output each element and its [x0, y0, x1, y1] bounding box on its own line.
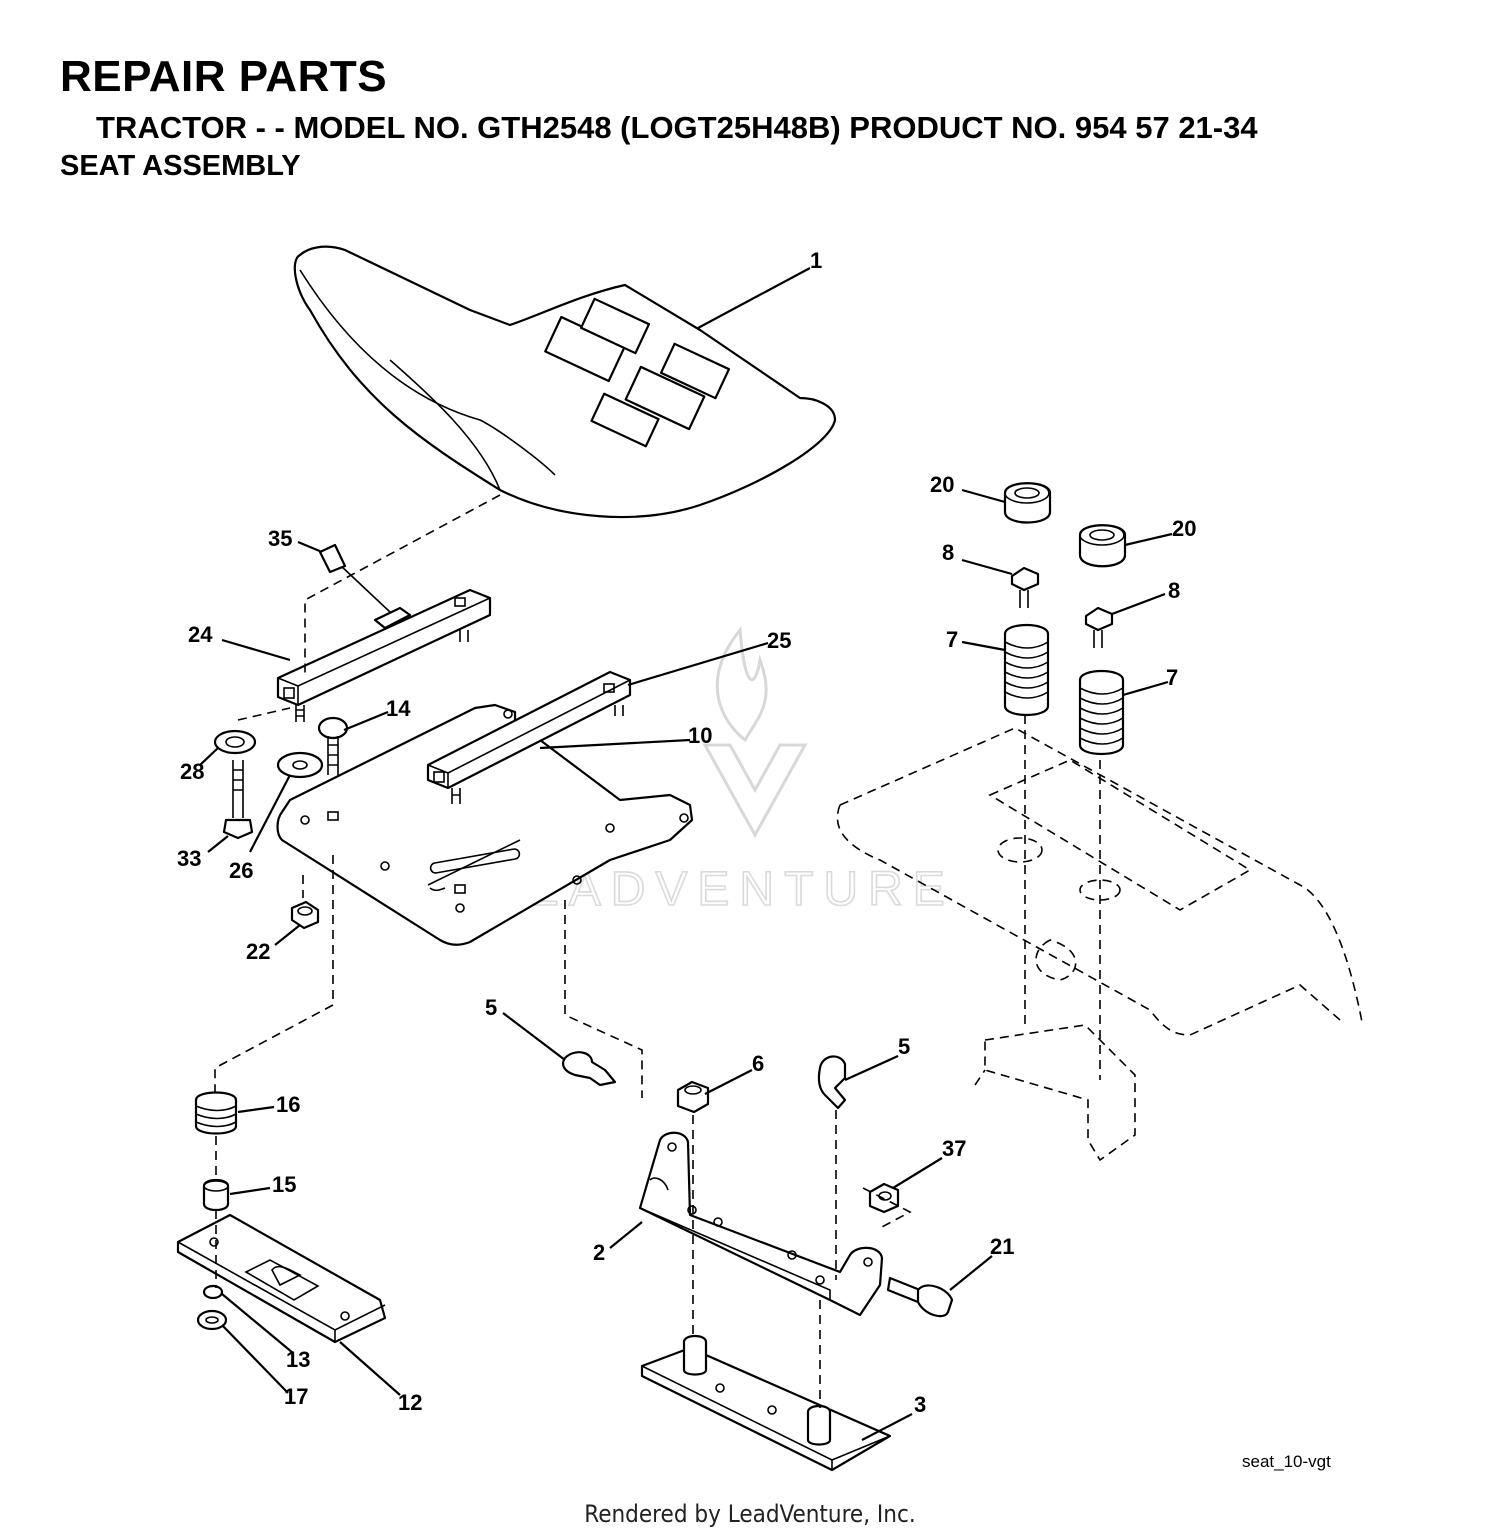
part-5-clip-left[interactable]: [561, 1051, 617, 1087]
part-26-flat-washer[interactable]: [276, 751, 324, 779]
part-3-mounting-plate[interactable]: [640, 1334, 892, 1472]
part-6-hex-nut[interactable]: [676, 1080, 710, 1114]
callout-8-right[interactable]: 8: [1168, 578, 1180, 603]
callout-35[interactable]: 35: [268, 526, 292, 551]
alignment-lines: [214, 494, 1101, 1408]
part-20-bumper-right[interactable]: [1078, 524, 1127, 568]
callout-leaders: [199, 267, 1173, 1441]
callout-3[interactable]: 3: [914, 1392, 926, 1417]
callout-22[interactable]: 22: [246, 939, 270, 964]
part-24-seat-rail[interactable]: [276, 564, 492, 722]
callout-7-left[interactable]: 7: [946, 627, 958, 652]
callout-28[interactable]: 28: [180, 759, 204, 784]
part-8-bolt-right[interactable]: [1084, 606, 1114, 648]
part-15-spacer[interactable]: [202, 1178, 230, 1212]
callout-5-right[interactable]: 5: [898, 1034, 910, 1059]
callout-15[interactable]: 15: [272, 1172, 296, 1197]
part-35-lever-grip[interactable]: [318, 543, 347, 574]
callout-37[interactable]: 37: [942, 1136, 966, 1161]
part-20-bumper-left[interactable]: [1003, 482, 1052, 524]
callout-24[interactable]: 24: [188, 622, 213, 647]
callout-21[interactable]: 21: [990, 1234, 1014, 1259]
part-14-carriage-bolt[interactable]: [317, 716, 349, 775]
diagram-code: seat_10-vgt: [1242, 1452, 1331, 1471]
callout-1[interactable]: 1: [810, 248, 822, 273]
callout-33[interactable]: 33: [177, 846, 201, 871]
part-33-hex-bolt[interactable]: [222, 760, 254, 840]
callout-8-left[interactable]: 8: [942, 540, 954, 565]
part-28-lock-washer[interactable]: [213, 729, 257, 755]
part-1-seat[interactable]: [293, 245, 837, 519]
fender-reference-dashed: [836, 727, 1363, 1162]
part-12-bracket[interactable]: [176, 1213, 387, 1344]
callout-16[interactable]: 16: [276, 1092, 300, 1117]
callout-5-left[interactable]: 5: [485, 995, 497, 1020]
part-7-spring-right[interactable]: [1078, 670, 1125, 755]
callout-26[interactable]: 26: [229, 858, 253, 883]
callout-2[interactable]: 2: [593, 1240, 605, 1265]
section-title: SEAT ASSEMBLY: [60, 150, 301, 182]
callout-25[interactable]: 25: [767, 628, 791, 653]
callout-6[interactable]: 6: [752, 1051, 764, 1076]
callout-13[interactable]: 13: [286, 1347, 310, 1372]
callout-20-left[interactable]: 20: [930, 472, 954, 497]
callout-10[interactable]: 10: [688, 723, 712, 748]
part-16-spring[interactable]: [194, 1091, 238, 1135]
part-5-clip-right[interactable]: [817, 1055, 847, 1110]
callout-14[interactable]: 14: [386, 696, 411, 721]
part-22-hex-nut[interactable]: [290, 900, 320, 930]
footer-credit: Rendered by LeadVenture, Inc.: [584, 1500, 916, 1528]
part-17-flange-nut[interactable]: [196, 1309, 228, 1331]
callout-numbers: 1 20 20 8 8 7 7 35 24 25 14 10 28 33 26 …: [177, 248, 1196, 1417]
callout-20-right[interactable]: 20: [1172, 516, 1196, 541]
part-25-seat-rail[interactable]: [426, 670, 632, 804]
part-2-seat-bracket[interactable]: [638, 1131, 884, 1317]
callout-12[interactable]: 12: [398, 1390, 422, 1415]
model-subtitle: TRACTOR - - MODEL NO. GTH2548 (LOGT25H48…: [96, 110, 1258, 145]
callout-17[interactable]: 17: [284, 1384, 308, 1409]
part-8-bolt-left[interactable]: [1010, 566, 1040, 608]
part-21-shoulder-bolt[interactable]: [886, 1276, 954, 1318]
part-7-spring-left[interactable]: [1003, 624, 1050, 716]
page-title: REPAIR PARTS: [60, 52, 388, 101]
callout-7-right[interactable]: 7: [1166, 665, 1178, 690]
part-13-washer[interactable]: [202, 1284, 224, 1300]
